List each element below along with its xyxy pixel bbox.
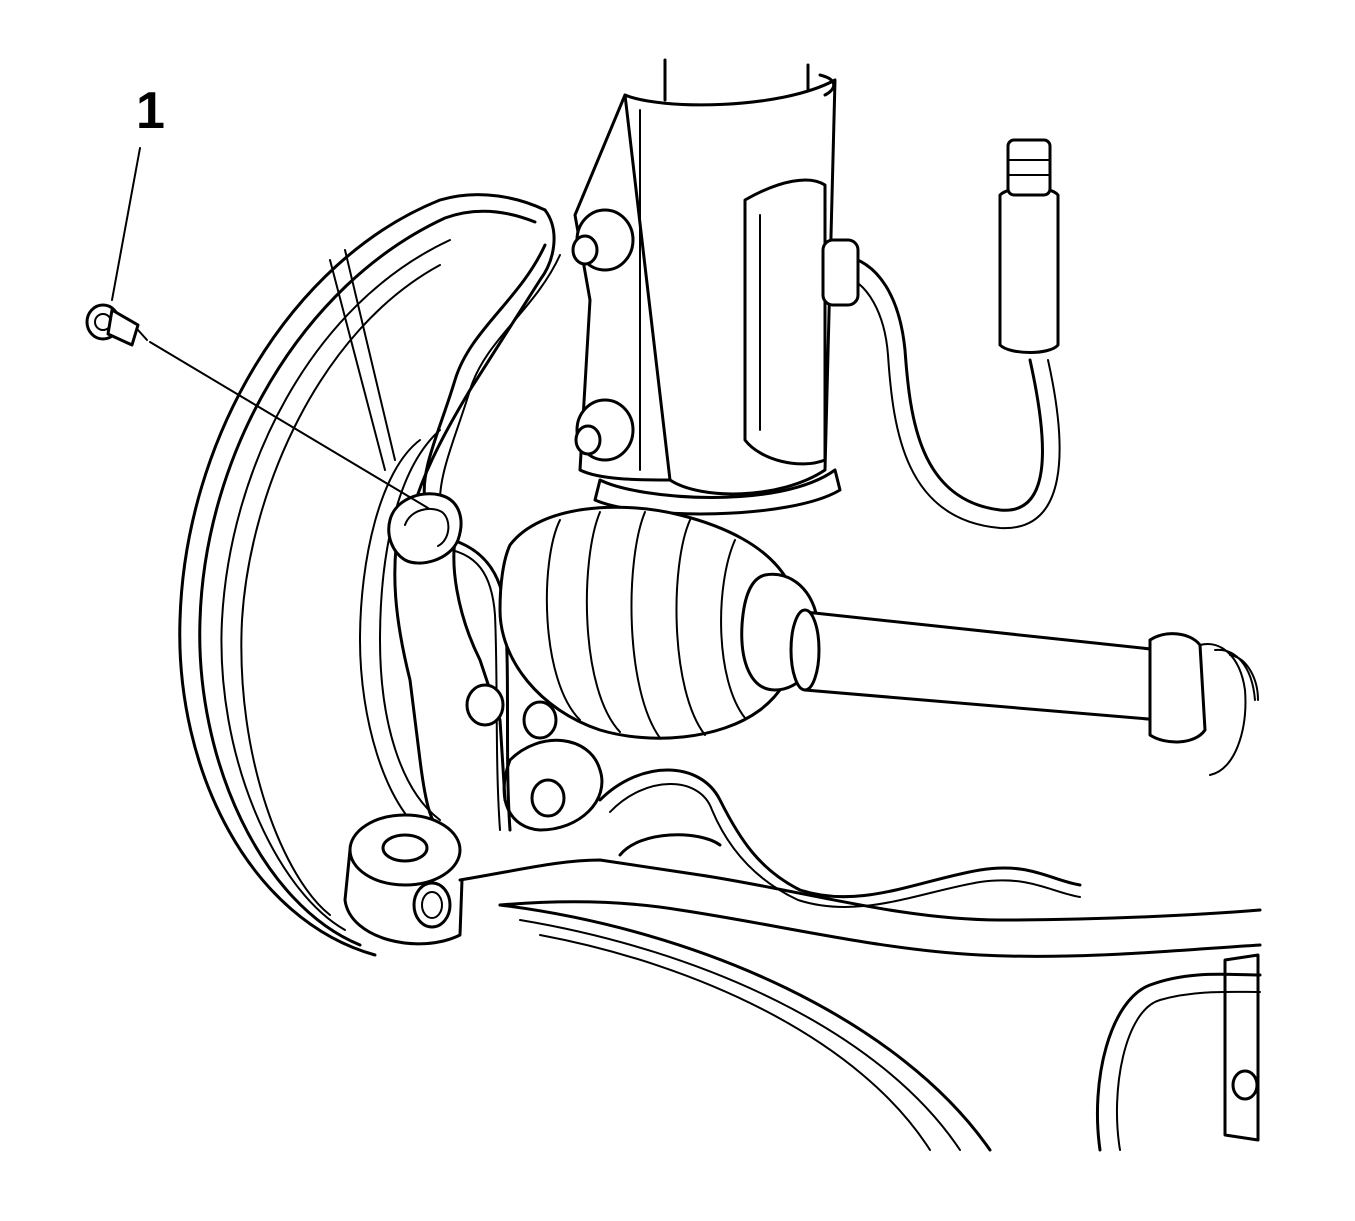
- subframe: [1096, 953, 1262, 1152]
- axle-shaft: [789, 608, 1259, 776]
- callout-number: 1: [136, 82, 165, 140]
- callout-leader-bottom: [149, 341, 429, 509]
- steering-knuckle: [343, 492, 604, 946]
- strut-assembly: [571, 58, 842, 516]
- bolt-fastener: [85, 303, 148, 347]
- lower-control-arm: [458, 833, 1262, 1152]
- callout-leader-top: [111, 147, 141, 301]
- wheel-speed-sensor-wire: [422, 243, 1082, 908]
- callout-1: 1: [111, 82, 429, 509]
- brake-hose: [821, 138, 1061, 530]
- brake-dust-shield: [178, 193, 556, 957]
